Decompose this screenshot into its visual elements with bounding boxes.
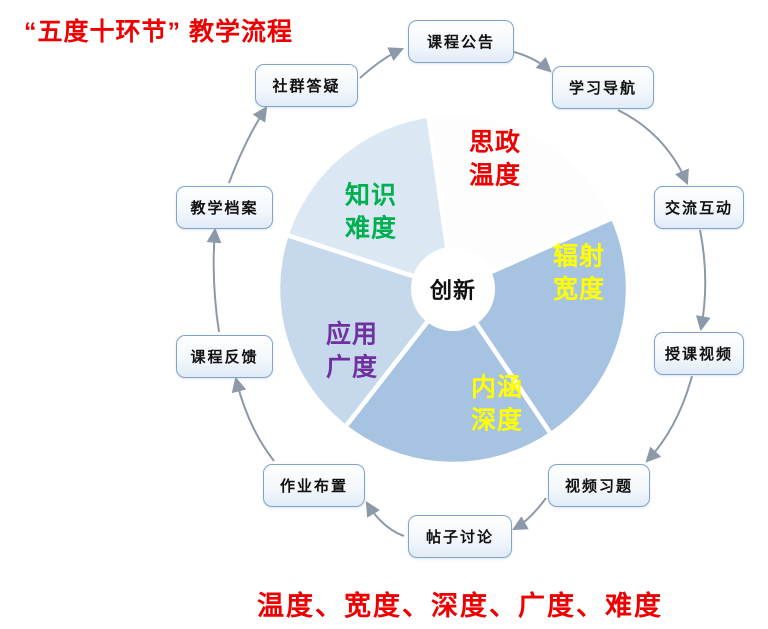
slice-radiation-width [450, 215, 631, 437]
node-video-exercises: 视频习题 [548, 464, 650, 507]
arrow-announcement-to-navigation [513, 51, 552, 73]
node-label: 社群答疑 [272, 78, 341, 95]
pie-center-label: 创新 [429, 278, 477, 303]
slice-knowledge-difficulty [284, 113, 456, 292]
slice-label-application-breadth: 应用 广度 [325, 320, 379, 382]
slice-label-ideological-warmth: 思政 温度 [468, 128, 522, 190]
node-post-discussion: 帖子讨论 [408, 515, 512, 558]
flow-arrows [206, 47, 711, 537]
arrow-video-to-exercises [645, 375, 693, 463]
node-label: 教学档案 [190, 200, 259, 217]
arrow-community-to-announcement [359, 47, 405, 79]
node-teaching-archive: 教学档案 [176, 186, 273, 229]
node-communication-interaction: 交流互动 [654, 186, 744, 229]
arrow-interaction-to-video [695, 229, 711, 332]
arrow-feedback-to-archive [206, 227, 222, 333]
footer-degrees-text: 温度、宽度、深度、广度、难度 [257, 591, 663, 621]
node-label: 作业布置 [279, 478, 348, 495]
slice-label-knowledge-difficulty: 知识 难度 [344, 181, 398, 243]
arrow-exercises-to-discussion [512, 497, 547, 531]
slice-label-connotation-depth: 内涵 深度 [470, 373, 524, 435]
five-degree-pie [275, 111, 631, 467]
node-lecture-video: 授课视频 [654, 332, 744, 375]
arrow-discussion-to-homework [365, 501, 405, 537]
node-course-feedback: 课程反馈 [176, 335, 273, 378]
slice-ideological-warmth [426, 111, 616, 292]
arrow-navigation-to-interaction [617, 109, 689, 186]
slice-connotation-depth [343, 286, 554, 467]
slice-label-radiation-width: 辐射 宽度 [552, 242, 606, 304]
node-label: 学习导航 [568, 80, 637, 97]
node-homework-assignment: 作业布置 [263, 464, 365, 507]
node-label: 视频习题 [564, 478, 633, 495]
slice-application-breadth [275, 232, 456, 430]
node-community-qa: 社群答疑 [255, 64, 358, 107]
pie-center-circle [411, 247, 495, 331]
arrow-homework-to-feedback [231, 376, 275, 462]
node-label: 课程反馈 [190, 349, 259, 366]
arrow-archive-to-community [228, 106, 268, 184]
node-label: 授课视频 [664, 346, 733, 363]
node-course-announcement: 课程公告 [408, 20, 514, 63]
node-learning-navigation: 学习导航 [552, 66, 654, 109]
node-label: 课程公告 [426, 34, 495, 51]
page-title: “五度十环节” 教学流程 [24, 18, 293, 46]
node-label: 帖子讨论 [425, 529, 494, 546]
node-label: 交流互动 [664, 200, 733, 217]
